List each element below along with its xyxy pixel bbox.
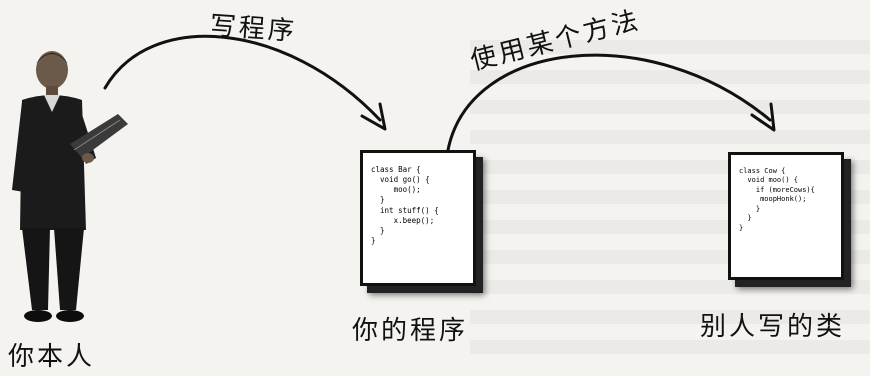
other-class-card: class Cow { void moo() { if (moreCows){ … xyxy=(728,152,844,280)
your-program-code: class Bar { void go() { moo(); } int stu… xyxy=(371,165,439,245)
your-program-card: class Bar { void go() { moo(); } int stu… xyxy=(360,150,476,286)
person-figure xyxy=(12,51,128,322)
use-method-arrowhead xyxy=(750,102,776,132)
other-class-label: 别人写的类 xyxy=(700,312,846,342)
write-program-label: 写程序 xyxy=(208,10,298,47)
use-method-arrow xyxy=(446,53,772,152)
write-program-arrowhead xyxy=(360,102,387,131)
write-program-arrow xyxy=(103,34,382,122)
you-label: 你本人 xyxy=(8,342,96,372)
other-class-code: class Cow { void moo() { if (moreCows){ … xyxy=(739,167,815,232)
your-program-label: 你的程序 xyxy=(352,316,469,346)
